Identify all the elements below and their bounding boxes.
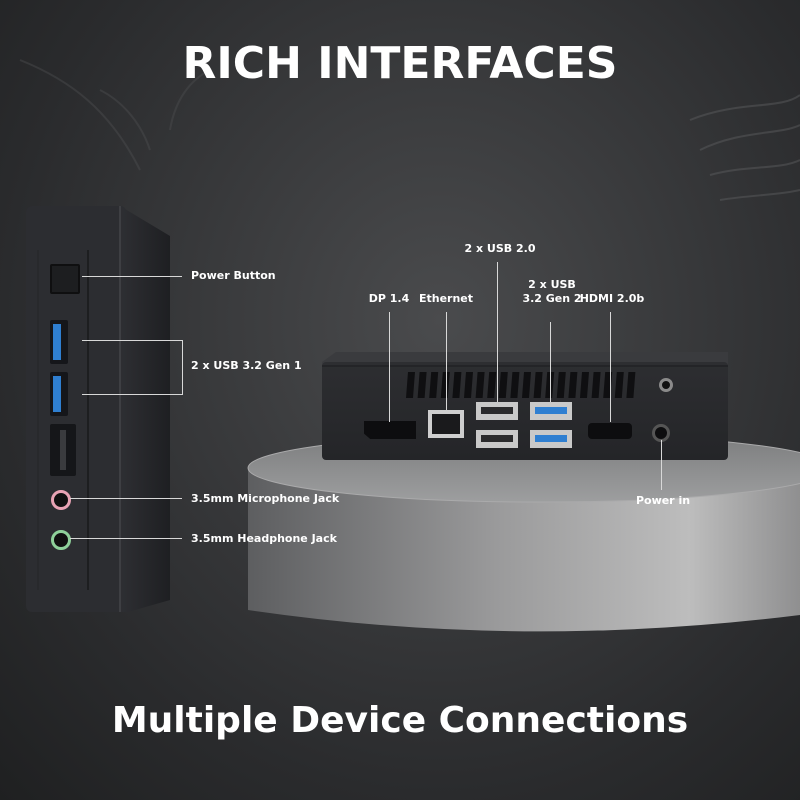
vent-slot [498,372,508,398]
card-reader-port [50,424,76,476]
vent-slot [626,372,636,398]
vent-slot [545,372,555,398]
vent-slot [487,372,497,398]
callout-line [661,440,662,490]
usb-32-gen2-port [530,402,572,420]
vent-slot [429,372,439,398]
vent-slot [568,372,578,398]
callout-line [610,312,611,422]
power-button [50,264,80,294]
ethernet-port [428,410,464,438]
vent-slot [417,372,427,398]
callout-line [82,394,182,395]
headphone-jack [51,530,71,550]
vent-slot [614,372,624,398]
microphone-jack-label: 3.5mm Microphone Jack [191,492,340,505]
power-button-label: Power Button [191,269,276,282]
microphone-jack [51,490,71,510]
usb-20-port [476,402,518,420]
callout-line [70,538,182,539]
vent-slot [533,372,543,398]
page-subtitle: Multiple Device Connections [111,700,689,741]
vent-slot [406,372,415,398]
callout-line [82,340,182,341]
hdmi-port [588,423,632,439]
vent-slot [475,372,485,398]
vent-slot [440,372,450,398]
usb-32-gen2-label-line1: 2 x USB [528,278,576,291]
ethernet-label: Ethernet [418,292,474,305]
vent-slot [510,372,520,398]
vent-slot [580,372,589,398]
callout-line [389,312,390,422]
callout-line [446,312,447,410]
power-in-label: Power in [635,494,691,507]
vent-slot [522,372,531,398]
usb-32-gen1-port [50,320,68,364]
usb-32-gen2-port [530,430,572,448]
callout-line [497,262,498,402]
callout-line [182,340,183,395]
callout-line [550,322,551,402]
vent-slot [556,372,566,398]
vent-slot [603,372,613,398]
vent-slot [452,372,462,398]
kensington-lock [659,378,673,392]
vent-slot [464,372,473,398]
headphone-jack-label: 3.5mm Headphone Jack [191,532,337,545]
callout-line [82,276,182,277]
vent-slot [591,372,601,398]
callout-line [70,498,182,499]
usb-20-port [476,430,518,448]
usb-32-gen1-port [50,372,68,416]
usb-20-label: 2 x USB 2.0 [464,242,536,255]
usb-32-gen1-label: 2 x USB 3.2 Gen 1 [191,359,302,372]
displayport [364,421,416,439]
page-title: RICH INTERFACES [182,38,618,89]
dp-label: DP 1.4 [368,292,410,305]
usb-32-gen2-label-line2: 3.2 Gen 2 [522,292,582,305]
hdmi-label: HDMI 2.0b [579,292,645,305]
